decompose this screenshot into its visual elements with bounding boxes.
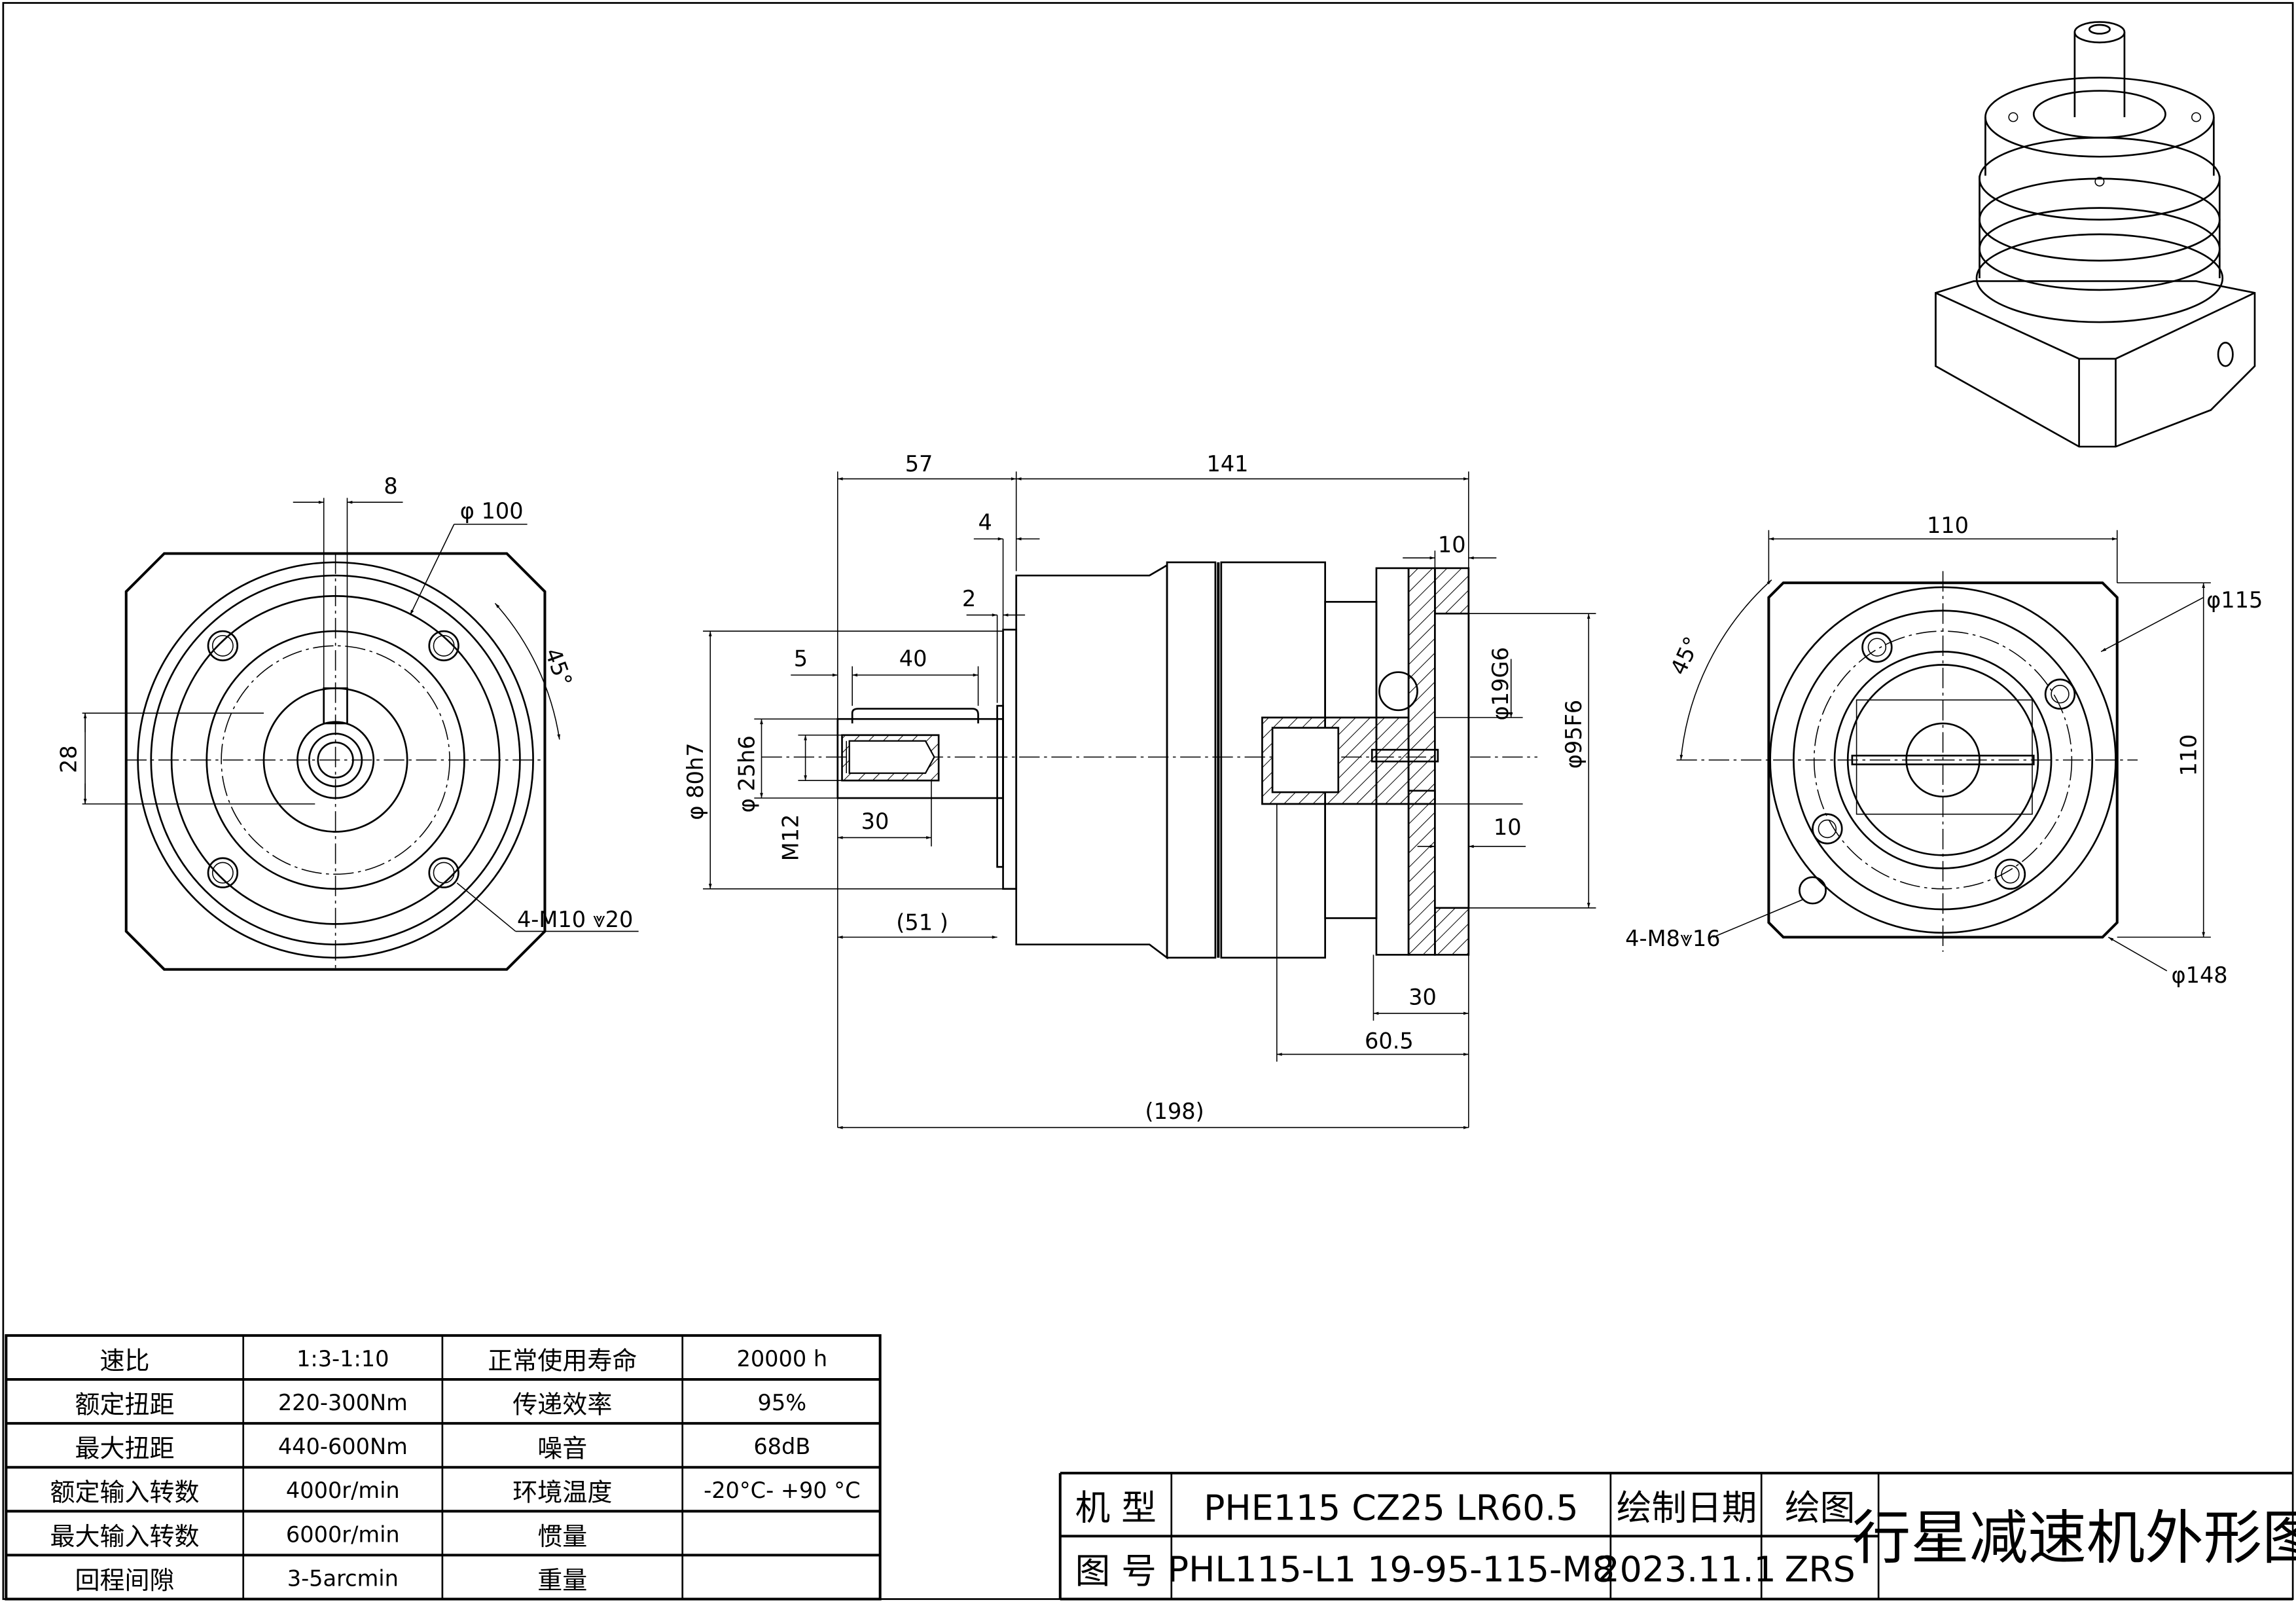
- dim-148: φ148: [2171, 962, 2227, 988]
- dim-width-110: 110: [1927, 513, 1969, 538]
- svg-text:68dB: 68dB: [753, 1434, 810, 1459]
- svg-text:440-600Nm: 440-600Nm: [278, 1434, 408, 1459]
- svg-text:额定输入转数: 额定输入转数: [50, 1478, 199, 1507]
- dim-10a: 10: [1438, 532, 1466, 557]
- title-block: 机 型 PHE115 CZ25 LR60.5 绘制日期 绘图 图 号 PHL11…: [1058, 1472, 2296, 1601]
- date-value: 2023.11.1: [1598, 1549, 1776, 1590]
- dim-holes: 4-M10 ⩔20: [517, 907, 633, 932]
- dim-2: 2: [962, 586, 976, 611]
- dim-rear-holes: 4-M8⩔16: [1625, 926, 1720, 951]
- dim-25h6: φ 25h6: [734, 735, 759, 812]
- spec-row: 额定输入转数 4000r/min 环境温度 -20°C- +90 °C: [50, 1478, 860, 1506]
- svg-text:3-5arcmin: 3-5arcmin: [287, 1565, 399, 1591]
- svg-text:-20°C- +90 °C: -20°C- +90 °C: [704, 1478, 860, 1503]
- drawer-label: 绘图: [1785, 1487, 1855, 1529]
- dim-51: (51 ): [896, 909, 948, 935]
- dim-141: 141: [1206, 451, 1248, 477]
- svg-text:噪音: 噪音: [537, 1434, 587, 1463]
- svg-text:20000 h: 20000 h: [736, 1346, 827, 1372]
- svg-text:重量: 重量: [537, 1566, 587, 1595]
- spec-row: 额定扭距 220-300Nm 传递效率 95%: [75, 1390, 806, 1419]
- svg-text:传递效率: 传递效率: [512, 1390, 612, 1419]
- dim-rear-angle: 45°: [1666, 632, 1705, 678]
- dim-19g6: φ19G6: [1488, 647, 1513, 720]
- drawer-value: ZRS: [1785, 1549, 1856, 1590]
- dim-4: 4: [978, 510, 992, 536]
- svg-text:环境温度: 环境温度: [512, 1478, 612, 1507]
- svg-text:1:3-1:10: 1:3-1:10: [296, 1346, 389, 1372]
- svg-text:额定扭距: 额定扭距: [75, 1390, 174, 1419]
- dim-5: 5: [794, 646, 808, 672]
- drawing-title: 行星减速机外形图: [1852, 1504, 2296, 1573]
- isometric-view: [1935, 21, 2256, 448]
- bolt-holes: [207, 630, 459, 888]
- dim-95f6: φ95F6: [1561, 700, 1587, 769]
- dim-m12: M12: [778, 814, 803, 862]
- spec-row: 最大扭距 440-600Nm 噪音 68dB: [75, 1434, 810, 1463]
- svg-text:6000r/min: 6000r/min: [286, 1521, 400, 1547]
- svg-text:回程间隙: 回程间隙: [75, 1566, 174, 1595]
- svg-text:速比: 速比: [99, 1346, 149, 1375]
- svg-text:4000r/min: 4000r/min: [286, 1478, 400, 1503]
- dim-key-width: 8: [384, 473, 397, 499]
- drawing-no-value: PHL115-L1 19-95-115-M8: [1168, 1549, 1615, 1590]
- rear-bolt-holes: [1799, 631, 2076, 905]
- svg-text:最大输入转数: 最大输入转数: [50, 1522, 199, 1551]
- model-label: 机 型: [1075, 1487, 1157, 1529]
- dim-10b: 10: [1494, 814, 1522, 840]
- dim-40: 40: [899, 646, 927, 672]
- date-label: 绘制日期: [1617, 1487, 1757, 1529]
- rear-view: 110 110 φ115 φ148 45° 4-M8⩔16: [1625, 513, 2263, 988]
- spec-row: 速比 1:3-1:10 正常使用寿命 20000 h: [99, 1346, 827, 1375]
- dim-80h7: φ 80h7: [683, 742, 708, 820]
- dim-30a: 30: [861, 809, 889, 834]
- svg-text:最大扭距: 最大扭距: [75, 1434, 174, 1463]
- dim-30b: 30: [1408, 984, 1437, 1010]
- svg-text:惯量: 惯量: [537, 1522, 587, 1551]
- svg-text:正常使用寿命: 正常使用寿命: [488, 1346, 637, 1375]
- spec-table: 速比 1:3-1:10 正常使用寿命 20000 h 额定扭距 220-300N…: [5, 1334, 882, 1601]
- dim-115: φ115: [2206, 587, 2263, 613]
- dim-57: 57: [905, 451, 933, 477]
- model-value: PHE115 CZ25 LR60.5: [1204, 1487, 1578, 1529]
- dim-198: (198): [1145, 1099, 1204, 1124]
- dim-key-height: 28: [56, 745, 82, 773]
- dim-pcd: φ 100: [460, 498, 524, 524]
- svg-text:95%: 95%: [758, 1390, 807, 1415]
- drawing-no-label: 图 号: [1075, 1550, 1157, 1592]
- dim-60-5: 60.5: [1365, 1029, 1414, 1054]
- spec-row: 最大输入转数 6000r/min 惯量: [50, 1521, 587, 1550]
- side-view: 57 141 4 2 5 40 φ 80h7 φ 25h6 M12 30 (51…: [683, 451, 1596, 1129]
- dim-height-110: 110: [2176, 734, 2202, 776]
- front-view: 8 φ 100 28 45° 4-M10 ⩔20: [56, 473, 639, 971]
- svg-text:220-300Nm: 220-300Nm: [278, 1390, 408, 1415]
- spec-row: 回程间隙 3-5arcmin 重量: [75, 1565, 587, 1594]
